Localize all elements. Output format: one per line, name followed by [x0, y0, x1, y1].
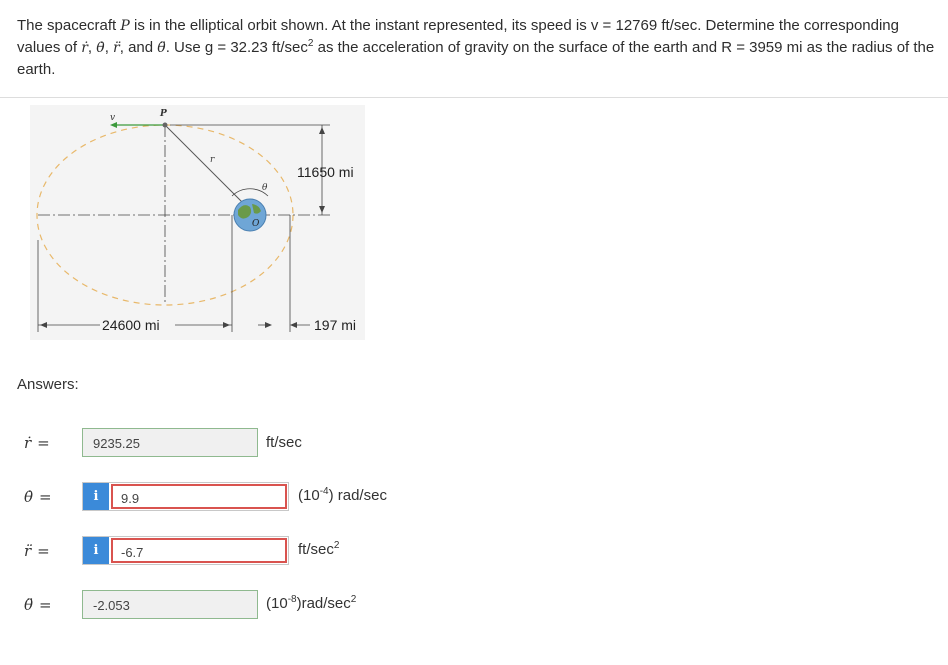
label-v: v [110, 113, 115, 123]
label-p: P [159, 109, 167, 119]
rddot-label: r̈= [24, 542, 50, 560]
orbit-figure: v P r θ O 11650 mi 24600 mi 197 mi [0, 100, 380, 345]
velocity-arrowhead [110, 122, 117, 128]
answers-heading: Answers: [17, 376, 79, 393]
point-p [162, 122, 168, 128]
orbit-diagram: v P r θ O 11650 mi 24600 mi 197 mi [30, 105, 365, 340]
thetadot-label: θ̇= [24, 488, 52, 506]
thetadot-input[interactable]: 9.9 [111, 484, 287, 509]
label-width: 24600 mi [102, 317, 160, 333]
rdot-label: ṙ= [24, 434, 50, 452]
divider [0, 97, 948, 98]
rdot-answer-field[interactable]: 9235.25 [82, 428, 258, 457]
radius-line [164, 124, 256, 216]
thetaddot-label: θ̈= [24, 596, 52, 614]
label-o: O [252, 219, 260, 229]
info-icon[interactable]: i [83, 537, 109, 564]
label-gap: 197 mi [314, 317, 356, 333]
thetadot-unit: (10-4) rad/sec [298, 486, 387, 504]
label-theta: θ [262, 183, 268, 193]
problem-statement: The spacecraft P is in the elliptical or… [17, 17, 935, 78]
label-r: r [210, 155, 215, 165]
figure-background [30, 105, 365, 340]
info-icon[interactable]: i [83, 483, 109, 510]
thetaddot-answer-field[interactable]: -2.053 [82, 590, 258, 619]
label-height: 11650 mi [297, 164, 354, 180]
theta-arc [231, 188, 269, 197]
rdot-unit: ft/sec [266, 434, 302, 451]
rddot-unit: ft/sec2 [298, 540, 340, 558]
thetadot-answer-field[interactable]: i 9.9 [82, 482, 289, 511]
rddot-answer-field[interactable]: i -6.7 [82, 536, 289, 565]
thetaddot-unit: (10-8)rad/sec2 [266, 594, 357, 612]
rddot-input[interactable]: -6.7 [111, 538, 287, 563]
earth-landmass [238, 205, 252, 219]
